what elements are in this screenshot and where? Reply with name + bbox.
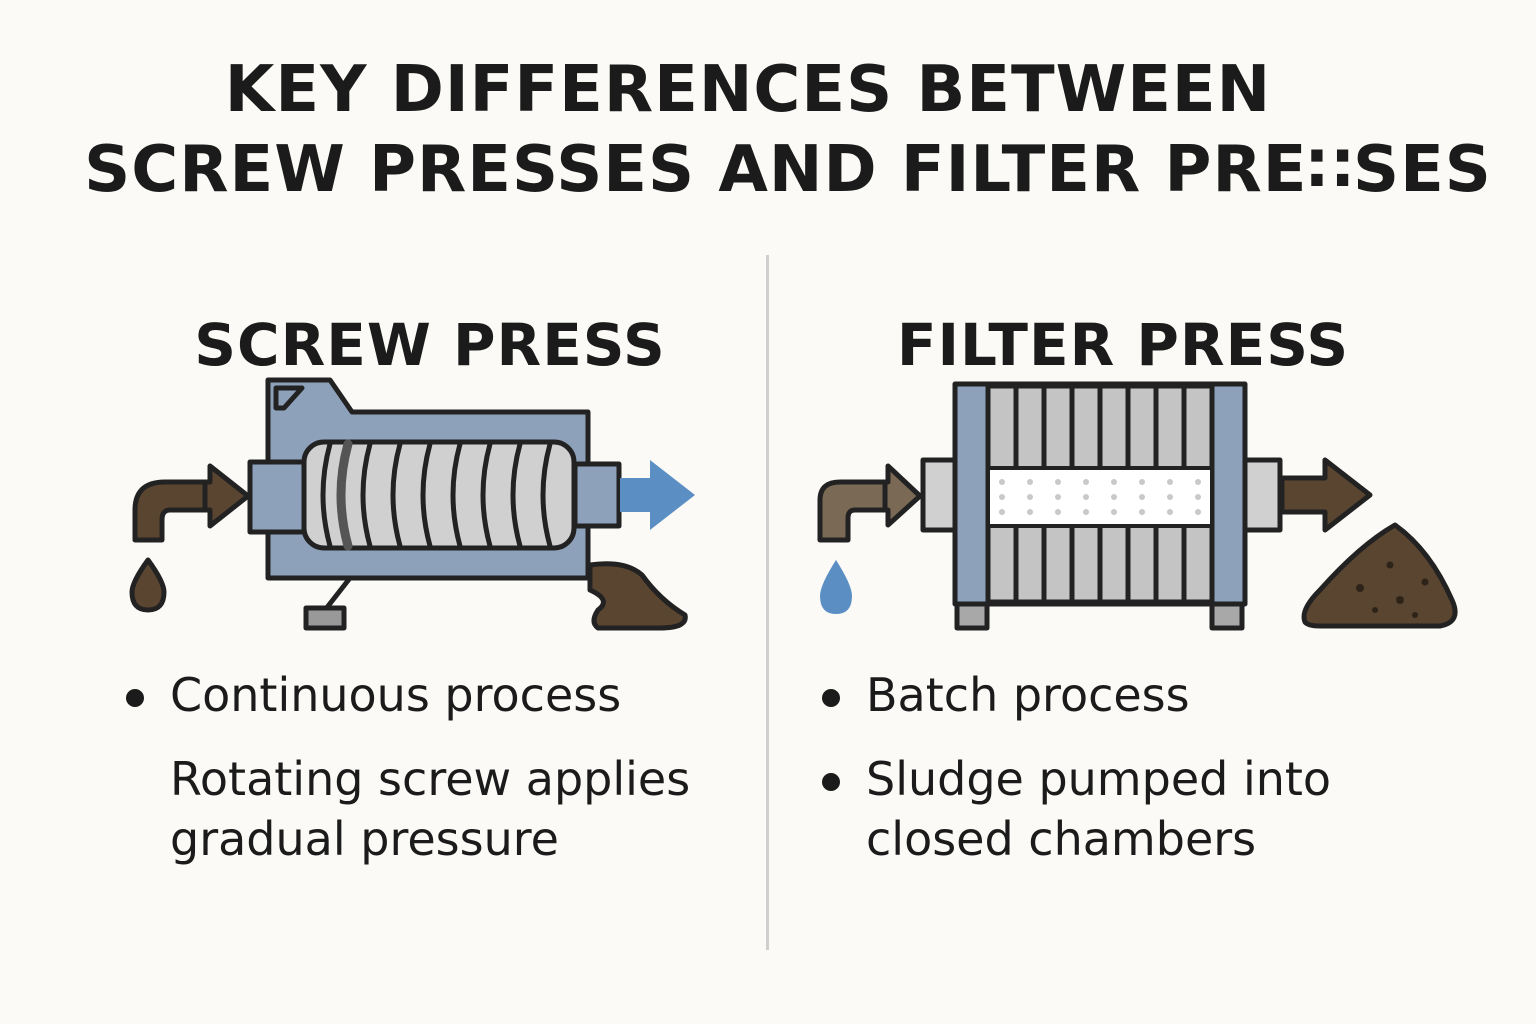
inlet-flange (247, 459, 307, 535)
sludge-inlet-pipe-icon (132, 479, 208, 543)
inlet-head (920, 457, 961, 533)
screw-press-illustration (129, 377, 695, 631)
bullet-dot (822, 773, 840, 791)
cake-outlet-arrow-icon (1279, 457, 1373, 533)
page-title-line-2: SCREW PRESSES AND FILTER PRE∷SES (84, 133, 1492, 207)
filtrate-outlet-arrow-icon (620, 460, 695, 530)
page-title-line-1: KEY DIFFERENCES BETWEEN (224, 53, 1272, 127)
filtrate-drip-icon (820, 560, 852, 614)
screw-drum (301, 439, 577, 551)
filter-chambers (986, 466, 1214, 528)
filter-press-feature-2: Sludge pumped into closed chambers (816, 749, 1456, 869)
sludge-inlet-pipe-icon (817, 479, 888, 543)
sludge-inlet-arrow-icon (202, 463, 251, 529)
outlet-head (1242, 457, 1283, 533)
filtrate-drip-icon (129, 557, 167, 613)
screw-press-feature-2: Rotating screw applies gradual pressure (170, 752, 691, 866)
sludge-inlet-arrow-icon (882, 463, 923, 528)
press-foot-left (954, 601, 990, 631)
press-stand (322, 575, 353, 613)
filter-cake-pile-icon (1301, 522, 1458, 629)
cake-discharge-icon (587, 561, 688, 631)
screw-press-features: Continuous process Rotating screw applie… (120, 665, 740, 893)
press-foot-right (1209, 601, 1245, 631)
column-divider (766, 255, 769, 950)
bullet-dot (126, 689, 144, 707)
filter-press-features: Batch process Sludge pumped into closed … (816, 665, 1456, 893)
screw-press-heading: SCREW PRESS (194, 311, 666, 380)
bullet-dot (822, 689, 840, 707)
outlet-flange (572, 461, 622, 529)
filter-press-illustration (817, 381, 1458, 631)
filter-press-feature-1: Batch process (816, 665, 1456, 725)
filter-press-heading: FILTER PRESS (896, 311, 1350, 380)
screw-press-feature-1: Continuous process (120, 665, 740, 725)
